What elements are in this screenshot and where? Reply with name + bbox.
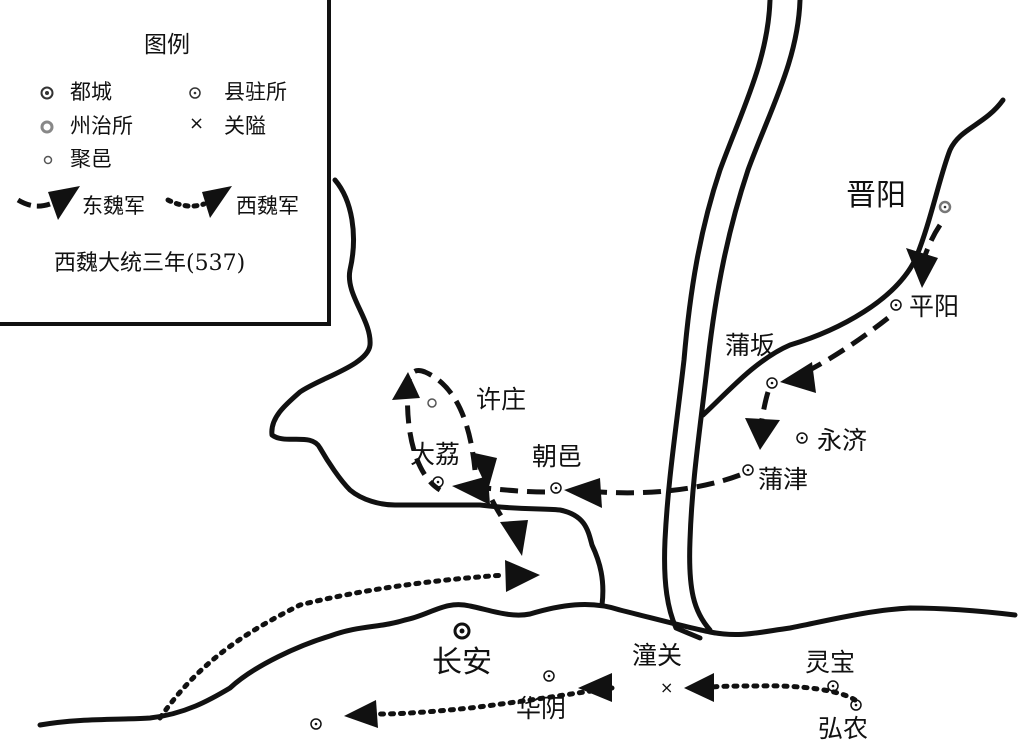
gray-ring-icon <box>40 120 54 134</box>
river-fen <box>700 97 1006 418</box>
east-wei-route-pingyang-puban <box>798 316 890 378</box>
label-dali: 大荔 <box>410 440 461 469</box>
legend-date: 西魏大统三年(537) <box>54 251 246 276</box>
legend-box: 图例 都城 县驻所 州治所 × 关隘 聚邑 东魏军 西魏军 西魏大统三年(537… <box>0 0 331 326</box>
east-wei-arrowhead-pingyang <box>906 248 938 288</box>
east-wei-route-chaoyi-dali <box>484 485 546 495</box>
county-seat-symbol-west <box>310 718 322 730</box>
label-hongnong: 弘农 <box>818 714 869 743</box>
west-wei-route-changan-ne <box>157 572 508 721</box>
west-wei-loop-xuzhuang <box>405 368 478 493</box>
legend-capital-label: 都城 <box>70 80 112 104</box>
county-seat-symbol-hongnong <box>850 699 862 711</box>
label-huayin: 华阴 <box>516 694 567 723</box>
label-lingbao: 灵宝 <box>805 648 856 677</box>
small-ring-icon <box>43 155 53 165</box>
label-changan: 长安 <box>432 645 492 680</box>
label-puban: 蒲坂 <box>725 331 776 360</box>
east-wei-route-jinyang-pingyang <box>917 223 943 271</box>
west-wei-arrow-icon <box>165 186 232 218</box>
county-seat-symbol-jinyang <box>938 200 952 214</box>
county-seat-symbol-yongji <box>796 432 808 444</box>
east-wei-arrowhead-pujin <box>745 418 780 450</box>
label-pingyang: 平阳 <box>909 292 960 321</box>
river-luo-boundary <box>269 177 606 608</box>
label-chaoyi: 朝邑 <box>532 442 583 471</box>
county-seat-symbol-huayin <box>543 670 555 682</box>
west-wei-route-hongnong-tongguan <box>709 683 858 703</box>
double-circle-icon <box>40 86 54 100</box>
county-seat-symbol-chaoyi <box>550 482 562 494</box>
west-wei-arrowhead-tongguan <box>684 673 714 702</box>
river-yellow-west-bank <box>662 0 773 641</box>
east-wei-route-pujin-chaoyi <box>599 472 741 496</box>
county-seat-symbol-puban <box>766 377 778 389</box>
west-wei-route-tongguan-huayin <box>377 685 615 717</box>
county-seat-symbol-lingbao <box>827 680 839 692</box>
label-yongji: 永济 <box>817 426 868 455</box>
arrowhead-xuzhuang-up <box>392 372 420 400</box>
label-jinyang: 晋阳 <box>846 178 906 213</box>
legend-east-wei-label: 东魏军 <box>82 194 145 218</box>
east-wei-arrow-icon <box>16 186 80 220</box>
west-wei-arrowhead-huayin <box>578 673 612 702</box>
legend-county-seat-label: 县驻所 <box>224 80 287 104</box>
legend-pass-label: 关隘 <box>224 114 266 138</box>
west-wei-arrowhead-west <box>344 700 378 728</box>
legend-prefecture-label: 州治所 <box>70 114 133 138</box>
legend-settlement-label: 聚邑 <box>70 147 112 171</box>
county-seat-symbol-pingyang <box>890 299 902 311</box>
label-tongguan: 潼关 <box>632 641 683 670</box>
east-wei-arrowhead-south <box>500 520 528 556</box>
legend-title: 图例 <box>144 32 190 58</box>
settlement-symbol-xuzhuang <box>427 398 437 408</box>
east-wei-arrowhead-dali <box>452 476 490 505</box>
dotted-circle-icon <box>189 87 201 99</box>
county-seat-symbol-dali <box>432 476 444 488</box>
west-wei-arrowhead-ne <box>505 560 540 592</box>
pass-symbol-tongguan: × <box>660 678 673 697</box>
river-wei <box>37 601 1018 728</box>
east-wei-arrowhead-chaoyi <box>564 478 602 508</box>
arrowhead-xuzhuang-down <box>470 452 497 490</box>
river-yellow-east-bank <box>687 0 803 633</box>
legend-west-wei-label: 西魏军 <box>236 194 299 218</box>
capital-symbol-changan <box>453 622 471 640</box>
cross-icon: × <box>189 113 205 134</box>
east-wei-arrowhead-puban <box>780 362 816 393</box>
label-xuzhuang: 许庄 <box>476 385 527 414</box>
county-seat-symbol-pujin <box>742 464 754 476</box>
label-pujin: 蒲津 <box>758 465 809 494</box>
